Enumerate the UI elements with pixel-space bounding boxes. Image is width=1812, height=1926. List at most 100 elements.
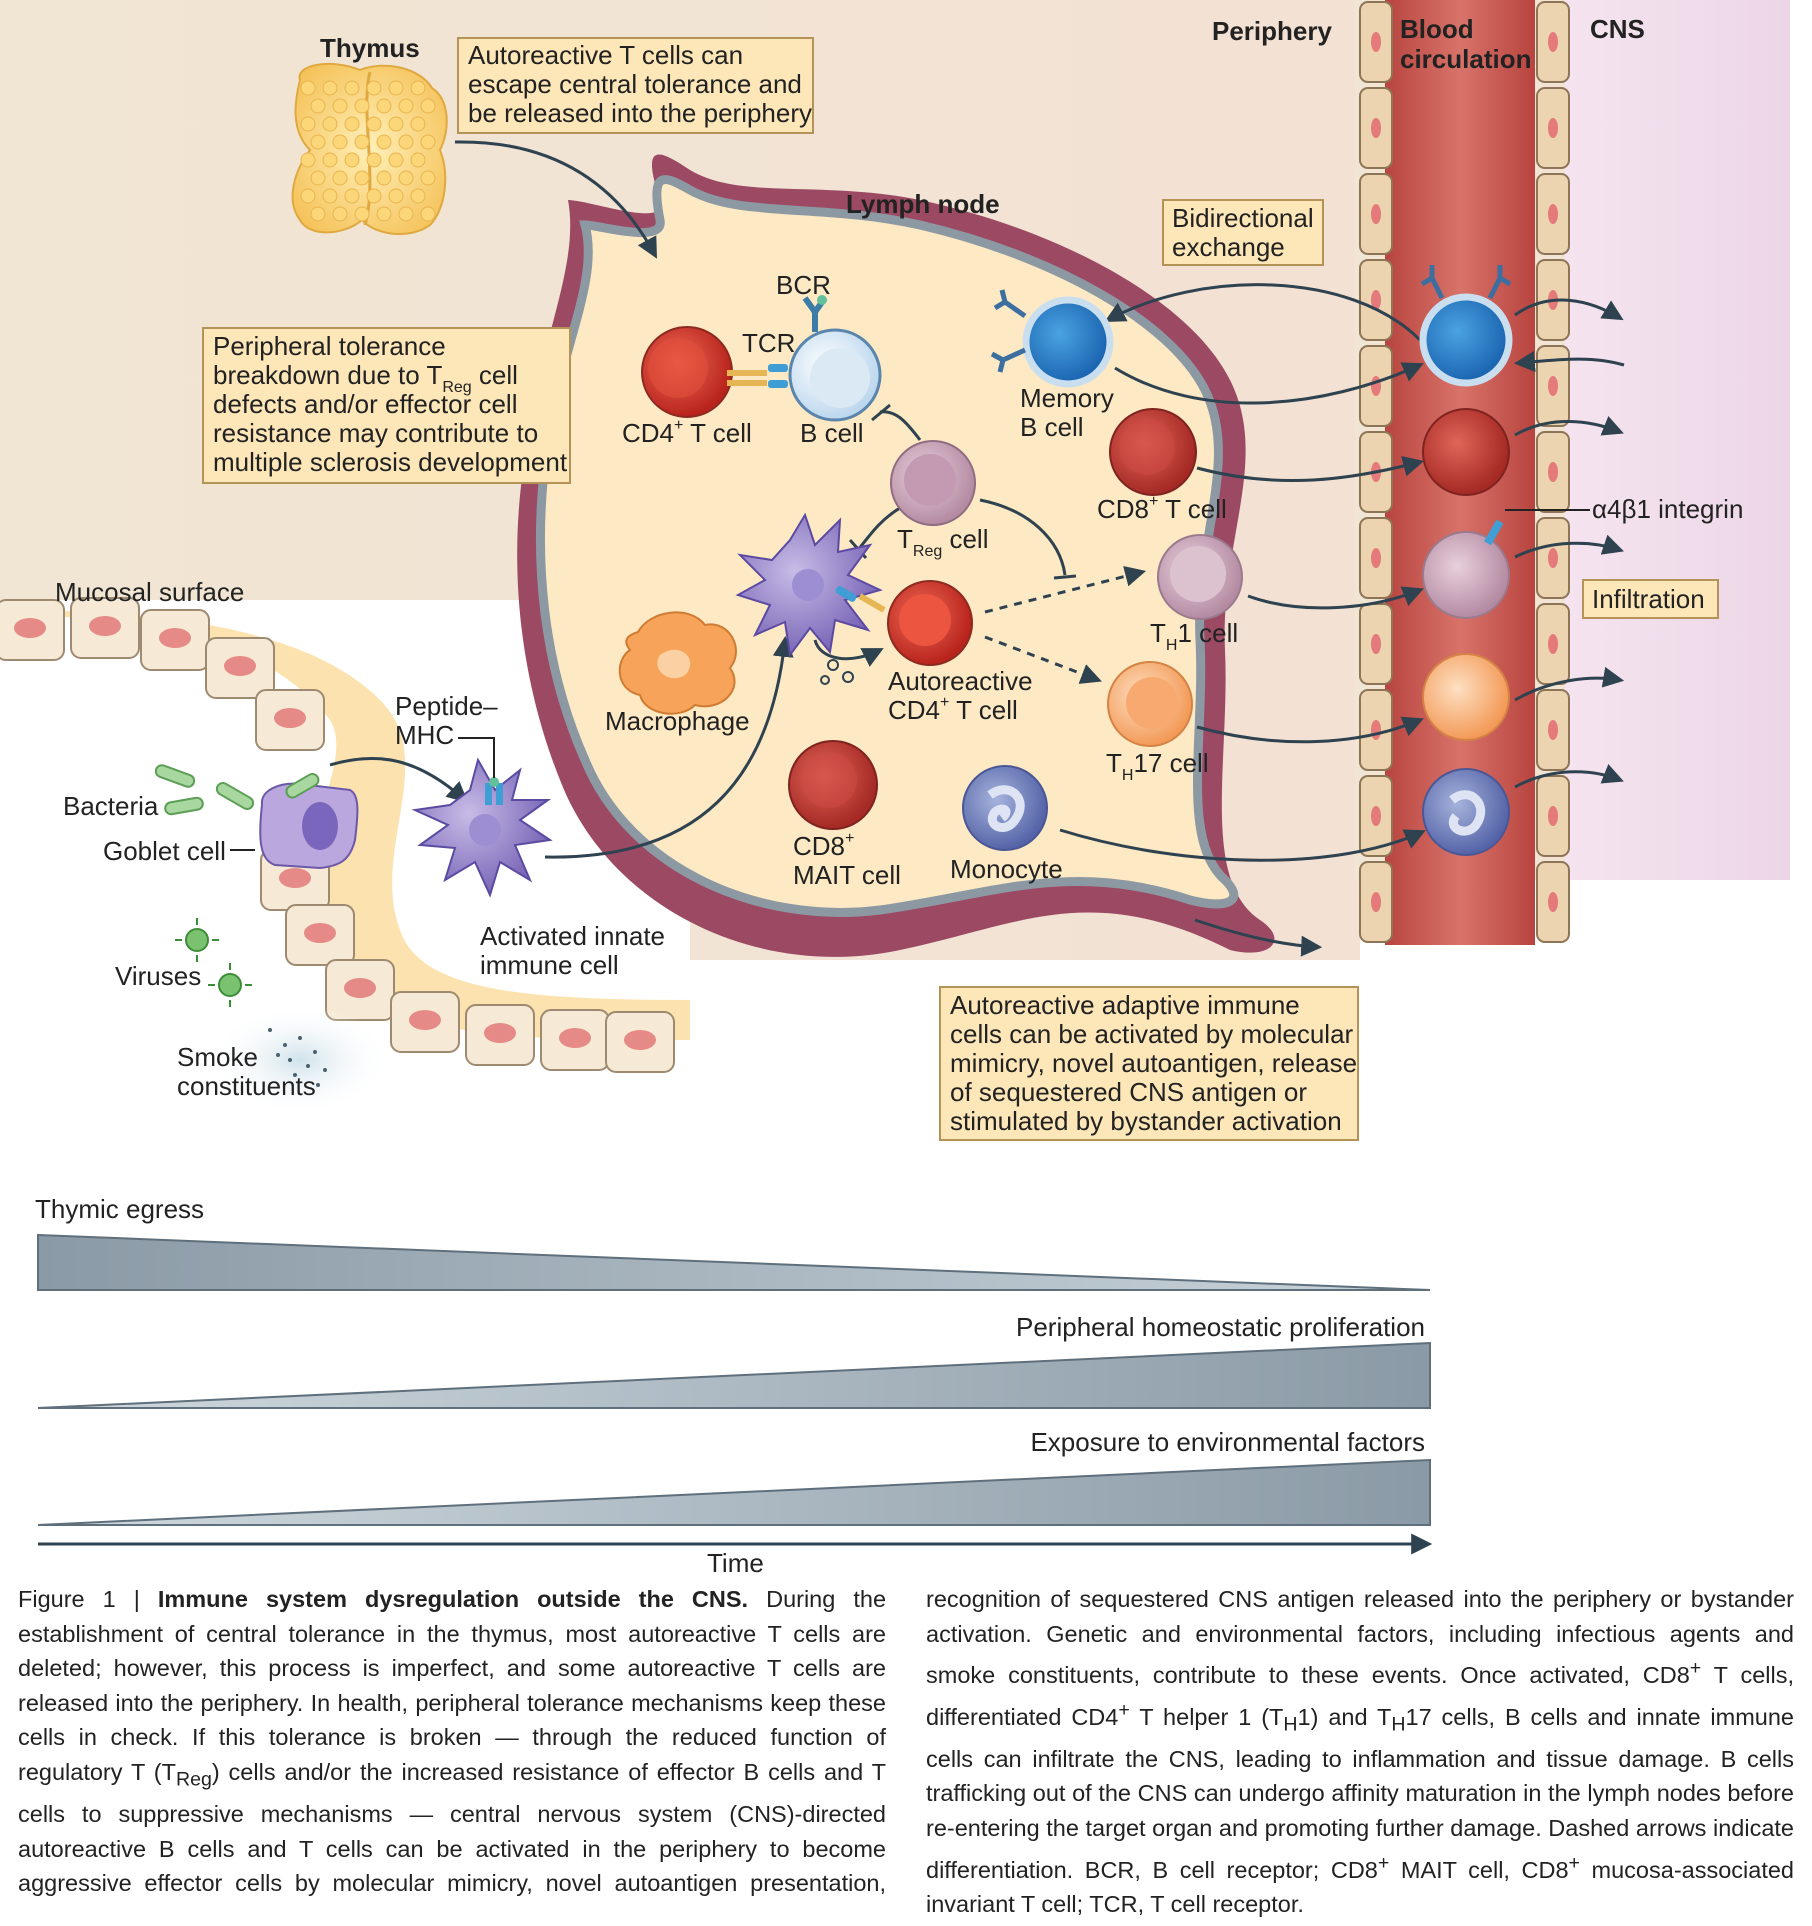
svg-text:stimulated by bystander activa: stimulated by bystander activation [950, 1106, 1342, 1136]
smoke-particle [288, 1058, 292, 1062]
thymus-lobule [376, 134, 392, 150]
svg-text:Bacteria: Bacteria [63, 791, 159, 821]
time-axis-label: Time [707, 1548, 764, 1578]
wedge-peripheral-proliferation [37, 1341, 1431, 1409]
svg-text:immune cell: immune cell [480, 950, 619, 980]
lymph-node-label: Lymph node [846, 189, 1000, 219]
thymus-lobule [398, 170, 414, 186]
thymus-lobule [366, 116, 382, 132]
thymus-lobule [388, 80, 404, 96]
thymus-lobule [300, 80, 316, 96]
svg-text:B cell: B cell [800, 418, 864, 448]
thymus-lobule [310, 170, 326, 186]
wedge-thymic-egress [37, 1233, 1431, 1291]
svg-text:α4β1 integrin: α4β1 integrin [1592, 494, 1743, 524]
wedge-label-thymic-egress: Thymic egress [35, 1194, 204, 1224]
figure-diagram: Periphery Blood circulation CNS Mucosal … [0, 0, 1790, 1578]
bidirectional-box: Bidirectional exchange [1162, 199, 1324, 266]
vessel-th1-cell [1422, 509, 1590, 619]
wedge-label-environmental-factors: Exposure to environmental factors [1030, 1427, 1425, 1457]
svg-text:TCR: TCR [742, 328, 795, 358]
memory-b-cell [990, 289, 1114, 388]
vessel-wall-nucleus [1371, 204, 1381, 224]
svg-text:Memory: Memory [1020, 383, 1114, 413]
thymus-lobule [322, 152, 338, 168]
thymus-label: Thymus [320, 33, 420, 63]
thymus-lobule [376, 170, 392, 186]
smoke-particle [283, 1043, 287, 1047]
thymus-lobule [388, 152, 404, 168]
escape-box: Autoreactive T cells can escape central … [457, 37, 814, 134]
svg-text:Goblet cell: Goblet cell [103, 836, 226, 866]
svg-text:CD8+: CD8+ [793, 830, 854, 861]
cell-labels: BCR TCR CD4+ T cell B cell Memory B cell… [63, 270, 1743, 1101]
smoke-particle [276, 1053, 280, 1057]
epithelial-nucleus [304, 923, 336, 943]
thymus-lobule [332, 134, 348, 150]
svg-text:cells can be activated by mole: cells can be activated by molecular [950, 1019, 1354, 1049]
epithelial-nucleus [159, 628, 191, 648]
epithelial-nucleus [409, 1010, 441, 1030]
thymus-lobule [388, 116, 404, 132]
thymus-lobule [376, 206, 392, 222]
thymus-lobule [366, 152, 382, 168]
svg-text:Autoreactive: Autoreactive [888, 666, 1033, 696]
thymus-lobule [344, 80, 360, 96]
cd4-t-cell [641, 326, 733, 418]
thymus-lobule [332, 206, 348, 222]
svg-text:Autoreactive adaptive immune: Autoreactive adaptive immune [950, 990, 1300, 1020]
svg-text:Viruses: Viruses [115, 961, 201, 991]
thymus-lobule [354, 98, 370, 114]
svg-text:TReg cell: TReg cell [897, 524, 989, 560]
svg-text:of sequestered CNS antigen or: of sequestered CNS antigen or [950, 1077, 1307, 1107]
vessel-wall-nucleus [1548, 118, 1558, 138]
svg-text:MAIT cell: MAIT cell [793, 860, 901, 890]
mucosal-surface-label: Mucosal surface [55, 577, 244, 607]
thymus-lobule [310, 134, 326, 150]
epithelial-nucleus [279, 868, 311, 888]
vessel-wall-nucleus [1371, 32, 1381, 52]
thymus-lobule [398, 206, 414, 222]
smoke-particle [306, 1064, 310, 1068]
svg-text:circulation: circulation [1400, 44, 1531, 74]
svg-text:BCR: BCR [776, 270, 831, 300]
thymus-lobule [354, 206, 370, 222]
smoke [210, 1005, 390, 1115]
smoke-particle [323, 1068, 327, 1072]
vessel-wall-nucleus [1371, 892, 1381, 912]
svg-text:Bidirectional: Bidirectional [1172, 203, 1314, 233]
periphery-label: Periphery [1212, 16, 1332, 46]
activation-box: Autoreactive adaptive immune cells can b… [939, 986, 1359, 1141]
thymus-lobule [300, 116, 316, 132]
vessel-b-cell [1419, 265, 1513, 387]
cd8-t-cell [1109, 408, 1197, 496]
thymus-lobule [398, 134, 414, 150]
thymus-lobule [322, 116, 338, 132]
thymus-lobule [354, 134, 370, 150]
epithelial-nucleus [344, 978, 376, 998]
thymus-lobule [388, 188, 404, 204]
thymus-lobule [420, 170, 436, 186]
viruses [175, 918, 252, 1007]
cns-label: CNS [1590, 14, 1645, 44]
svg-text:Macrophage: Macrophage [605, 706, 750, 736]
svg-text:Monocyte: Monocyte [950, 854, 1063, 884]
svg-text:Peptide–: Peptide– [395, 691, 498, 721]
arrows [329, 140, 1625, 957]
macrophage [618, 611, 737, 715]
monocyte [962, 765, 1048, 851]
svg-text:Blood: Blood [1400, 14, 1474, 44]
thymus-lobule [300, 152, 316, 168]
thymus-lobule [310, 206, 326, 222]
vessel-wall-nucleus [1548, 376, 1558, 396]
svg-text:Autoreactive T cells can: Autoreactive T cells can [468, 40, 743, 70]
thymus-lobule [410, 80, 426, 96]
epithelial-nucleus [274, 708, 306, 728]
svg-text:defects and/or effector cell: defects and/or effector cell [213, 389, 517, 419]
thymus-lobule [420, 98, 436, 114]
epithelial-nucleus [624, 1030, 656, 1050]
smoke-particle [316, 1083, 320, 1087]
vessel-wall-nucleus [1548, 634, 1558, 654]
svg-text:escape central tolerance and: escape central tolerance and [468, 69, 802, 99]
svg-text:MHC: MHC [395, 720, 454, 750]
